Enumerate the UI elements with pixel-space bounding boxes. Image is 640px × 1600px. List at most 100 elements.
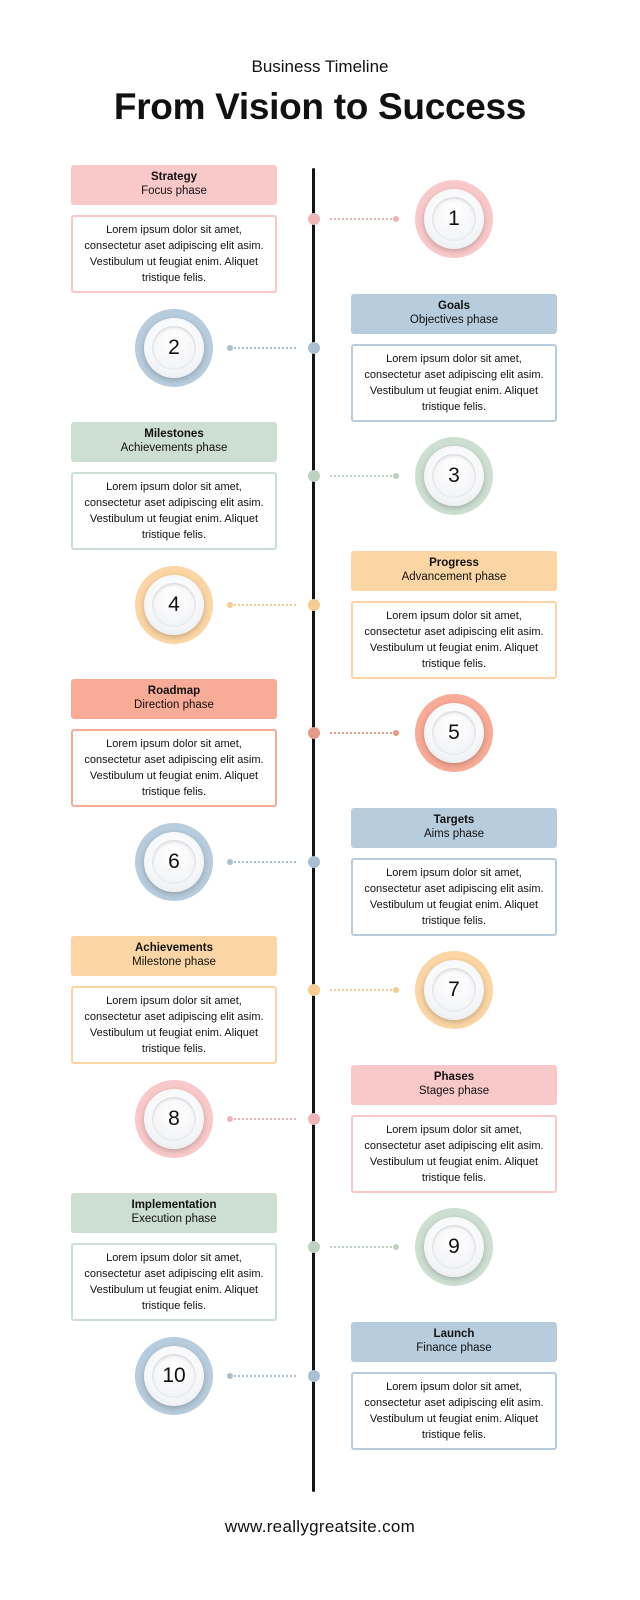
connector-end-dot [227,859,233,865]
phase-header: Targets Aims phase [351,808,557,848]
timeline-dot [307,984,320,996]
phase-subtitle: Achievements phase [120,442,228,454]
phase-subtitle: Stages phase [418,1085,490,1097]
dotted-connector [230,1375,296,1377]
phase-number: 10 [162,1364,186,1387]
timeline-dot [307,470,320,482]
badge-inner-disc [152,1097,196,1141]
phase-description: Lorem ipsum dolor sit amet, consectetur … [71,215,277,293]
connector-end-dot [393,216,399,222]
phase-number-badge: 2 [135,309,213,387]
connector-end-dot [227,602,233,608]
dotted-connector [230,347,296,349]
phase-number-badge: 6 [135,823,213,901]
phase-number: 9 [448,1235,460,1258]
badge-disc [424,1217,484,1277]
phase-number: 4 [168,593,180,616]
badge-disc [424,960,484,1020]
phase-title: Strategy [150,171,198,183]
website-link[interactable]: www.reallygreatsite.com [224,1517,416,1536]
phase-number-badge: 3 [415,437,493,515]
phase-title: Milestones [144,428,204,440]
badge-disc [144,1346,204,1406]
phase-title: Phases [433,1071,475,1083]
phase-title: Implementation [131,1199,217,1211]
badge-inner-disc [152,1354,196,1398]
badge-inner-disc [432,454,476,498]
phase-header: Launch Finance phase [351,1322,557,1362]
phase-number: 6 [168,850,180,873]
phase-description: Lorem ipsum dolor sit amet, consectetur … [71,986,277,1064]
phase-number-badge: 8 [135,1080,213,1158]
phase-subtitle: Direction phase [134,699,214,711]
badge-disc [424,446,484,506]
phase-number: 2 [168,336,180,359]
phase-description: Lorem ipsum dolor sit amet, consectetur … [351,858,557,936]
connector-end-dot [227,345,233,351]
phase-number: 3 [448,464,460,487]
phase-number: 5 [448,721,460,744]
phase-number-badge: 4 [135,566,213,644]
phase-header: Roadmap Direction phase [71,679,277,719]
phase-header: Progress Advancement phase [351,551,557,591]
phase-description: Lorem ipsum dolor sit amet, consectetur … [351,1115,557,1193]
phase-number: 8 [168,1107,180,1130]
phase-header: Implementation Execution phase [71,1193,277,1233]
timeline-dot [307,342,320,354]
phase-number-badge: 5 [415,694,493,772]
phase-number-badge: 10 [135,1337,213,1415]
badge-inner-disc [152,840,196,884]
connector-end-dot [393,473,399,479]
connector-end-dot [393,1244,399,1250]
badge-inner-disc [152,583,196,627]
connector-end-dot [393,730,399,736]
phase-description: Lorem ipsum dolor sit amet, consectetur … [71,472,277,550]
badge-disc [424,189,484,249]
timeline-dot [307,856,320,868]
badge-inner-disc [152,326,196,370]
badge-disc [424,703,484,763]
phase-subtitle: Objectives phase [409,314,499,326]
phase-description: Lorem ipsum dolor sit amet, consectetur … [351,1372,557,1450]
phase-number: 1 [448,207,460,230]
phase-number-badge: 9 [415,1208,493,1286]
page-subtitle: Business Timeline [251,57,389,76]
dotted-connector [230,604,296,606]
badge-disc [144,575,204,635]
phase-number-badge: 7 [415,951,493,1029]
badge-disc [144,1089,204,1149]
phase-subtitle: Focus phase [141,185,207,197]
timeline-dot [307,1241,320,1253]
phase-number: 7 [448,978,460,1001]
phase-subtitle: Milestone phase [132,956,216,968]
timeline-line [312,168,315,1492]
phase-title: Achievements [135,942,213,954]
dotted-connector [330,732,396,734]
phase-header: Achievements Milestone phase [71,936,277,976]
timeline-dot [307,1370,320,1382]
phase-title: Goals [438,300,470,312]
phase-title: Targets [433,814,475,826]
dotted-connector [230,1118,296,1120]
phase-description: Lorem ipsum dolor sit amet, consectetur … [351,601,557,679]
phase-description: Lorem ipsum dolor sit amet, consectetur … [71,1243,277,1321]
badge-disc [144,318,204,378]
dotted-connector [330,475,396,477]
badge-inner-disc [432,968,476,1012]
phase-title: Launch [433,1328,475,1340]
phase-number-badge: 1 [415,180,493,258]
phase-header: Strategy Focus phase [71,165,277,205]
badge-inner-disc [432,711,476,755]
timeline-dot [307,213,320,225]
badge-inner-disc [432,1225,476,1269]
timeline-dot [307,727,320,739]
dotted-connector [330,1246,396,1248]
phase-subtitle: Execution phase [131,1213,217,1225]
connector-end-dot [393,987,399,993]
phase-description: Lorem ipsum dolor sit amet, consectetur … [351,344,557,422]
phase-header: Milestones Achievements phase [71,422,277,462]
phase-subtitle: Aims phase [423,828,485,840]
page-title: From Vision to Success [113,86,527,127]
timeline-dot [307,1113,320,1125]
timeline-dot [307,599,320,611]
